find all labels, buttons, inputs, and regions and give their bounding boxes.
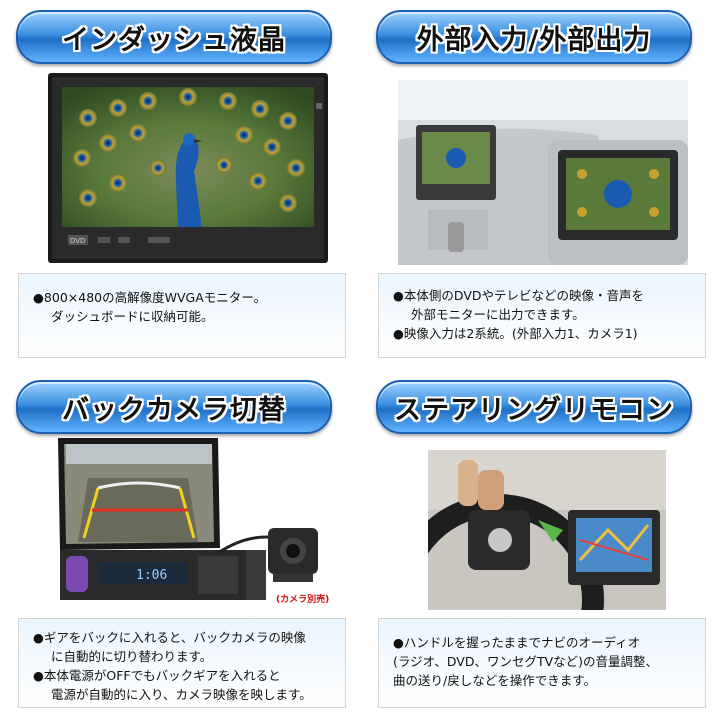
- description-line: ●映像入力は2系統。(外部入力1、カメラ1): [393, 326, 638, 341]
- description-line: 曲の送り/戻しなどを操作できます。: [393, 673, 596, 688]
- panel-title: ステアリングリモコン: [394, 394, 674, 426]
- panel-title: 外部入力/外部出力: [416, 24, 652, 56]
- title-pill: インダッシュ液晶: [16, 10, 332, 64]
- panel-title: バックカメラ切替: [62, 394, 286, 426]
- panel-backup-camera: バックカメラ切替 1:06 (カメラ別売) ●ギアをバックに入れると、バックカメ…: [12, 380, 352, 708]
- title-pill: 外部入力/外部出力: [376, 10, 692, 64]
- description-line: 電源が自動的に入り、カメラ映像を映します。: [51, 687, 312, 702]
- camera-sold-separately-note: (カメラ別売): [276, 593, 329, 605]
- description-box: ●本体側のDVDやテレビなどの映像・音声を 外部モニターに出力できます。 ●映像…: [378, 273, 706, 358]
- description-line: (ラジオ、DVD、ワンセグTVなど)の音量調整、: [393, 654, 659, 669]
- description-line: に自動的に切り替わります。: [51, 649, 213, 664]
- description-line: ●本体側のDVDやテレビなどの映像・音声を: [393, 288, 644, 303]
- head-unit-photo: 1:06 (カメラ別売): [58, 438, 329, 605]
- description-line: ●800×480の高解像度WVGAモニター。: [33, 290, 267, 305]
- clock-display: 1:06: [136, 568, 167, 583]
- panel-title: インダッシュ液晶: [62, 24, 286, 56]
- description-box: ●ハンドルを握ったままでナビのオーディオ (ラジオ、DVD、ワンセグTVなど)の…: [378, 618, 706, 708]
- description-line: ダッシュボードに収納可能。: [51, 309, 214, 324]
- description-line: ●ギアをバックに入れると、バックカメラの映像: [33, 630, 306, 645]
- panel-in-dash-lcd: インダッシュ液晶: [12, 10, 352, 358]
- car-interior-photo: [398, 80, 688, 265]
- description-box: ●800×480の高解像度WVGAモニター。 ダッシュボードに収納可能。: [18, 273, 346, 358]
- panel-steering-remote: ステアリングリモコン ●ハンドルを握ったままでナビのオーディオ (ラジオ、DVD…: [372, 380, 712, 708]
- title-pill: バックカメラ切替: [16, 380, 332, 434]
- description-box: ●ギアをバックに入れると、バックカメラの映像 に自動的に切り替わります。 ●本体…: [18, 618, 346, 708]
- panel-external-io: 外部入力/外部出力 ●本体側のDVDやテレビなどの映像・音声を 外部モニターに出…: [372, 10, 712, 358]
- title-pill: ステアリングリモコン: [376, 380, 692, 434]
- description-line: ●本体電源がOFFでもバックギアを入れると: [33, 668, 281, 683]
- dvd-logo: DVD: [70, 237, 85, 245]
- steering-wheel-photo: [428, 450, 666, 610]
- monitor-photo: DVD: [48, 73, 328, 263]
- description-line: 外部モニターに出力できます。: [411, 307, 585, 322]
- description-line: ●ハンドルを握ったままでナビのオーディオ: [393, 635, 641, 650]
